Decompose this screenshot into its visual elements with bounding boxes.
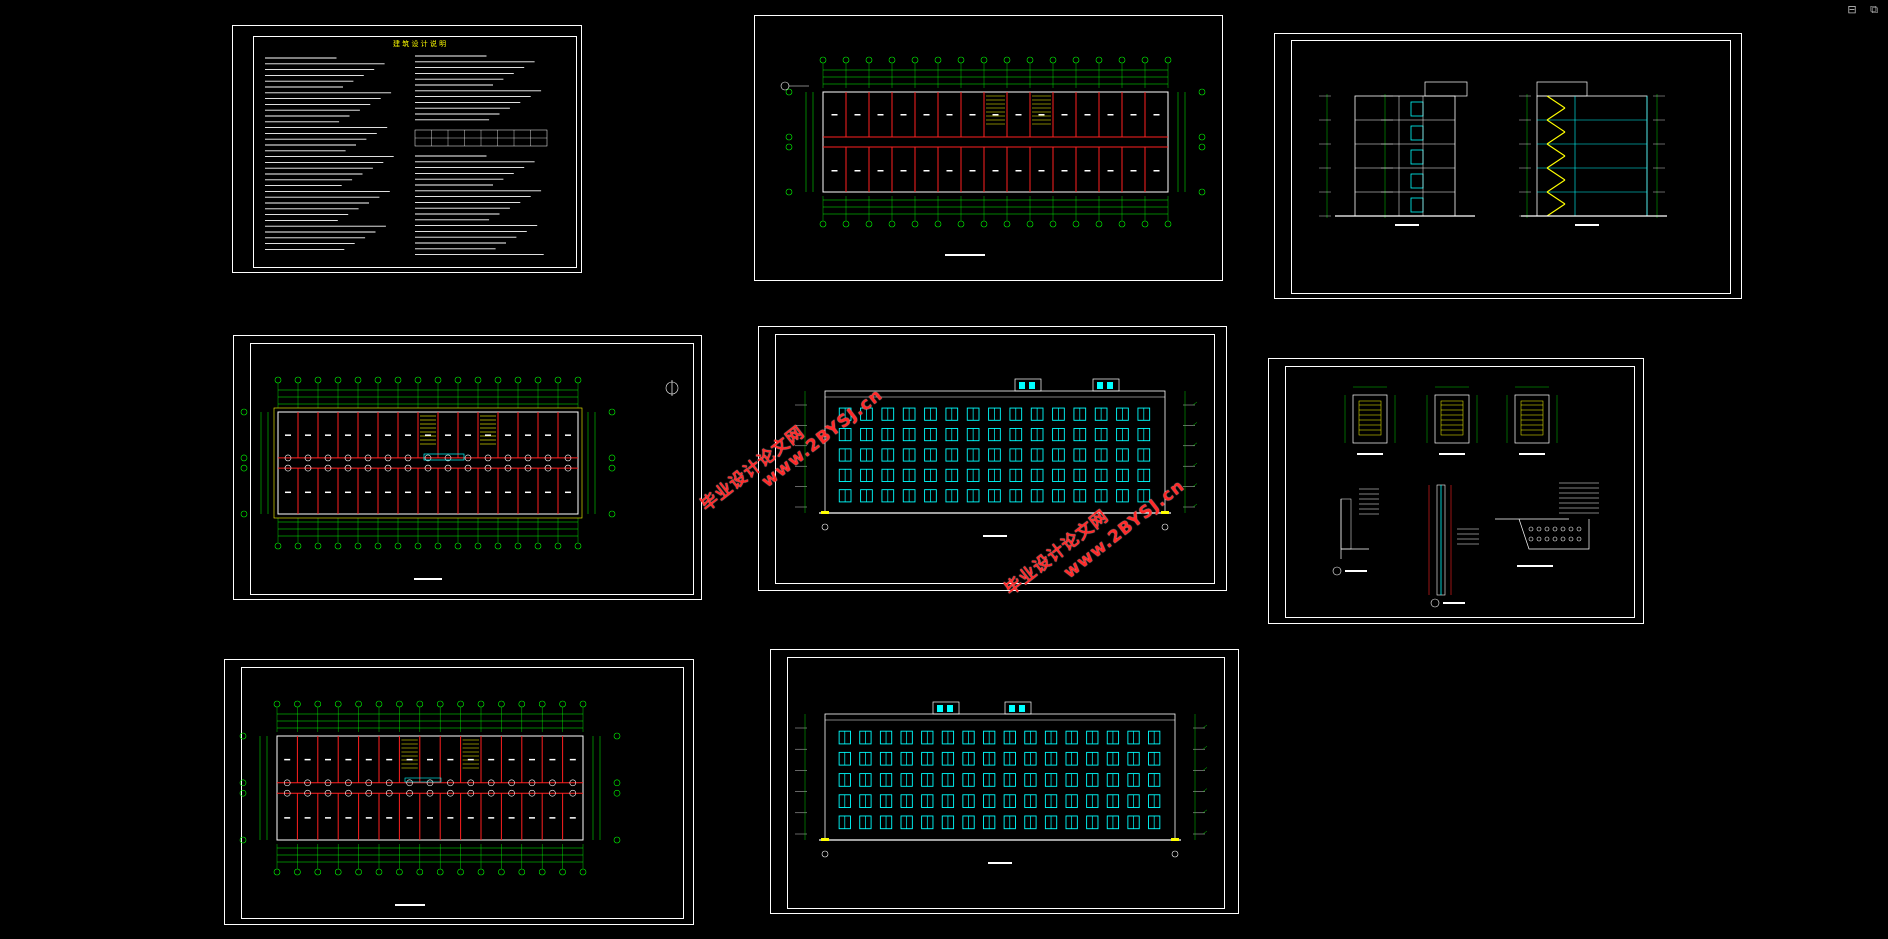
sheet-rear-elevation[interactable] [770, 649, 1239, 914]
sheet-floor-plan-top[interactable] [754, 15, 1223, 281]
sheet-design-notes[interactable]: 建 筑 设 计 说 明 [232, 25, 582, 273]
upper-floor-plan-drawing [239, 700, 621, 906]
sheet-inner-frame [253, 36, 577, 268]
section-drawings [1319, 81, 1667, 226]
restore-icon[interactable]: ⧉ [1870, 3, 1878, 16]
sheet-inner-frame [1285, 366, 1635, 618]
sheet-inner-frame [787, 657, 1225, 909]
sheet-inner-frame [775, 334, 1215, 584]
sheet-inner-frame [250, 343, 694, 595]
detail-drawings [1332, 386, 1599, 608]
sheet-details[interactable] [1268, 358, 1644, 624]
ground-floor-plan-drawing [240, 376, 679, 580]
rear-elevation-drawing [795, 701, 1208, 864]
front-elevation-drawing [795, 378, 1198, 537]
design-notes-title: 建 筑 设 计 说 明 [393, 40, 447, 48]
floor-plan-drawing [780, 56, 1206, 256]
sheet-ground-floor-plan[interactable] [233, 335, 702, 600]
sheet-inner-frame [1291, 40, 1731, 294]
minimize-icon[interactable]: ⊟ [1847, 3, 1857, 16]
sheet-sections[interactable] [1274, 33, 1742, 299]
sheet-front-elevation[interactable] [758, 326, 1227, 591]
sheet-upper-floor-plan[interactable] [224, 659, 694, 925]
sheet-inner-frame [241, 667, 684, 919]
window-controls: ⊟ ⧉ [1846, 4, 1880, 16]
design-notes-text-block [265, 55, 548, 256]
